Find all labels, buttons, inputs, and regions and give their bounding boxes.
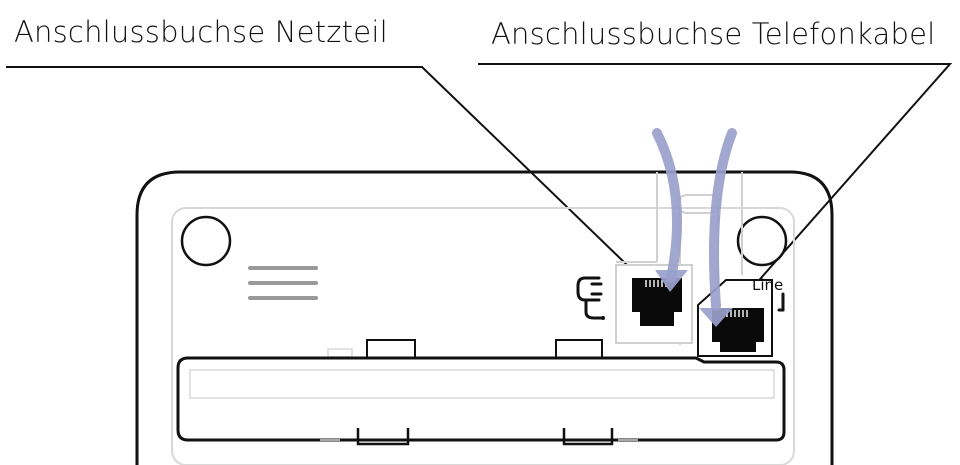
- phone-port-icon: [777, 292, 785, 312]
- arrow-head-power: [655, 270, 688, 292]
- line-port-label: Line: [752, 276, 783, 294]
- arrow-power-cable: [652, 128, 682, 283]
- screw-hole-right: [736, 215, 788, 267]
- vent-slots: [248, 266, 318, 300]
- arrow-head-phone: [699, 308, 733, 327]
- insertion-arrows: [652, 128, 737, 311]
- callout-lines: [6, 63, 953, 305]
- callout-line-power: [6, 66, 656, 293]
- label-power-jack: Anschlussbuchse Netzteil: [14, 15, 388, 49]
- arrow-phone-cable: [709, 128, 737, 311]
- callout-line-phone: [478, 63, 953, 305]
- label-phone-jack: Anschlussbuchse Telefonkabel: [491, 17, 936, 51]
- screw-hole-left: [180, 215, 232, 267]
- lower-tray: [176, 339, 786, 446]
- power-plug-icon: [576, 276, 605, 320]
- inner-panel: [171, 207, 795, 465]
- device-housing: [135, 170, 834, 465]
